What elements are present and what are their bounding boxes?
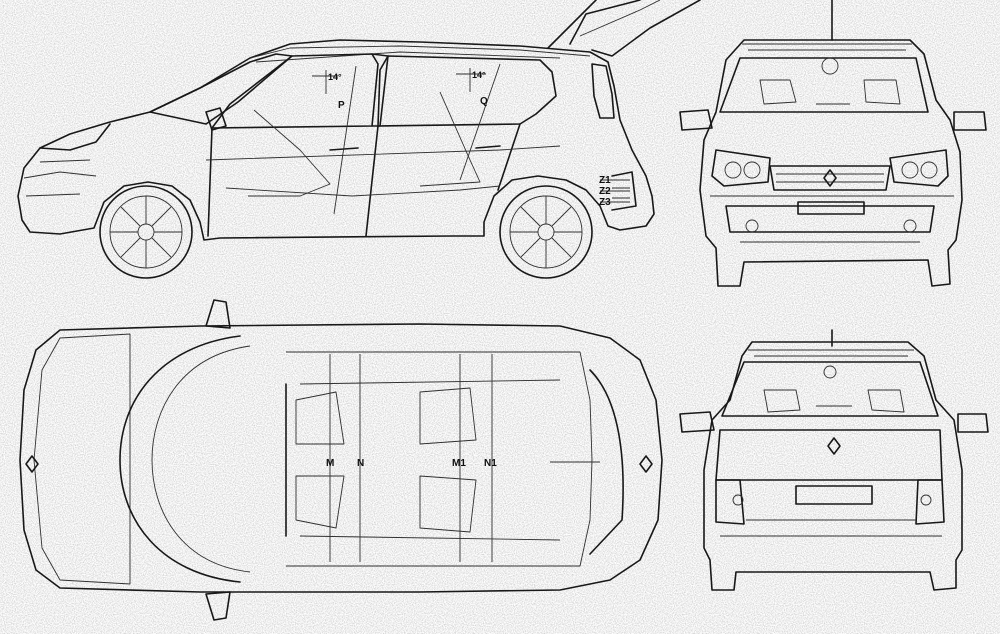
print-texture [0,0,1000,634]
blueprint-drawing: 14° 14° P Q Z1 Z2 Z3 [0,0,1000,634]
